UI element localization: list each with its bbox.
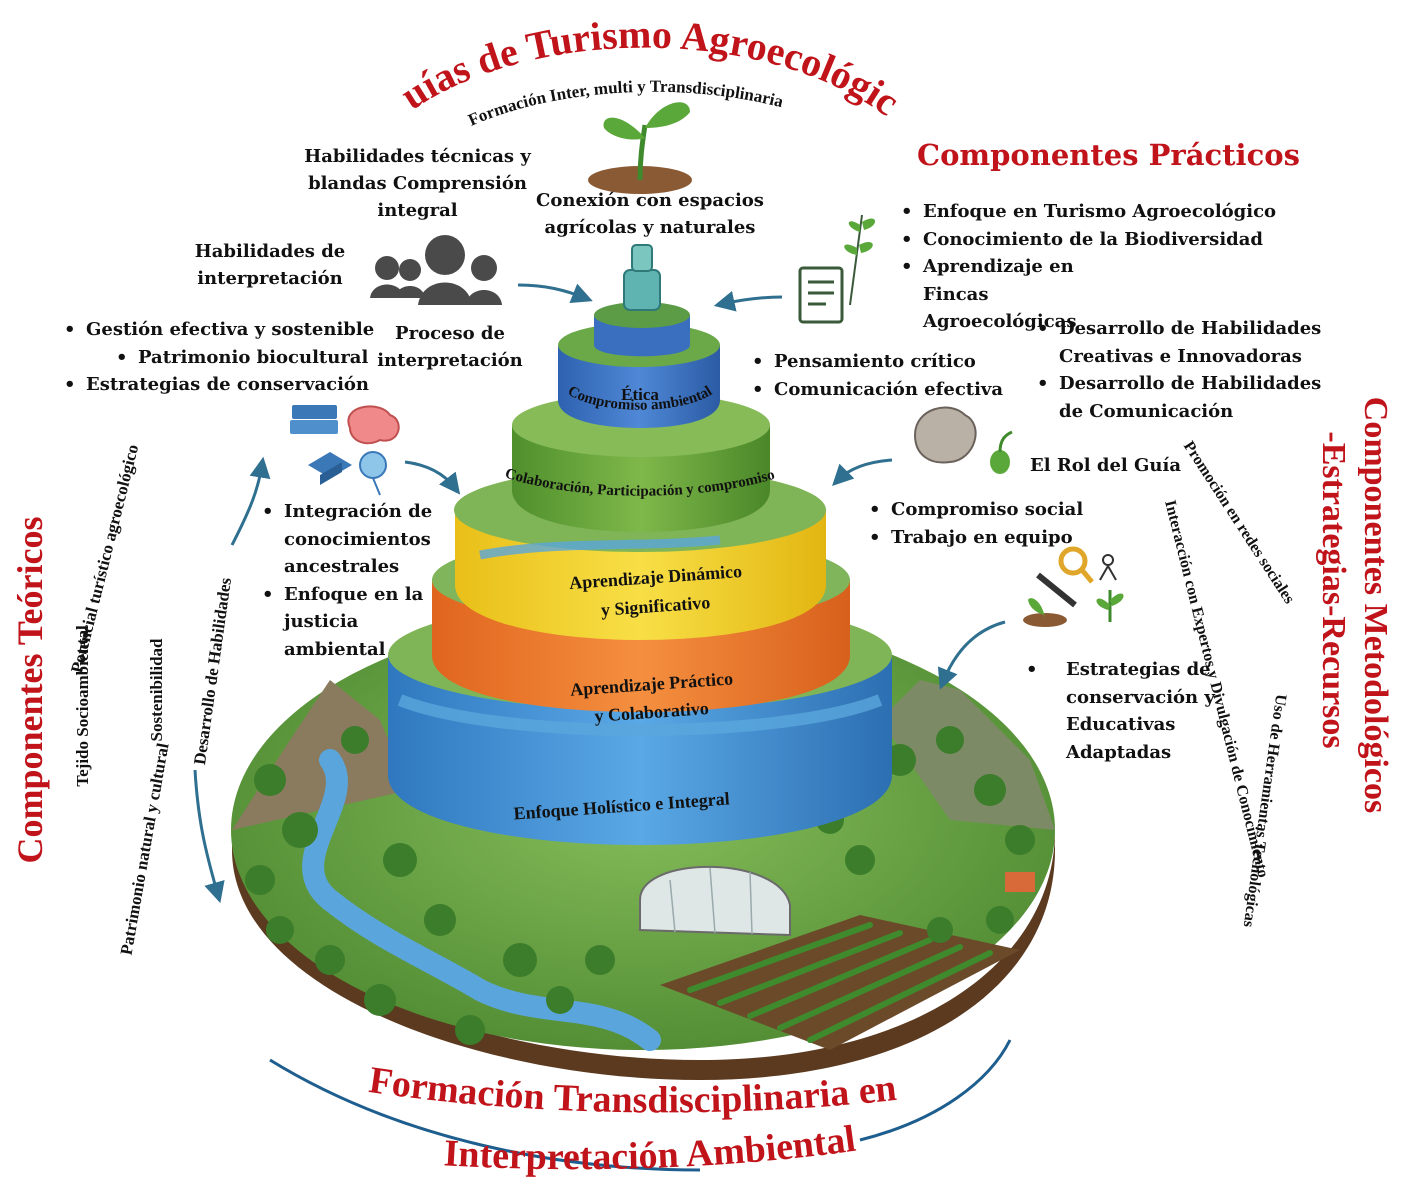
list-item: Gestión efectiva y sostenible <box>58 316 378 344</box>
people-icon <box>370 235 502 305</box>
habilidades-creativas-list: Desarrollo de Habilidades Creativas e In… <box>1031 315 1331 425</box>
list-item: Desarrollo de Habilidades de Comunicació… <box>1031 370 1331 425</box>
proceso-line: Proceso de <box>395 323 505 344</box>
trees <box>245 726 1035 1045</box>
bottom-title-line2: Interpretación Ambiental <box>443 1118 858 1178</box>
list-item: Compromiso social <box>863 496 1103 524</box>
connector-arrows <box>193 283 1012 1172</box>
habilidades-tecnicas-line: Habilidades técnicas y <box>304 146 531 167</box>
habilidades-tecnicas-line: blandas Comprensión <box>308 173 527 194</box>
arrow-down-left <box>193 769 225 904</box>
list-item: Trabajo en equipo <box>863 524 1103 552</box>
tier5-label: Ética <box>621 385 659 404</box>
list-item: Enfoque en la justicia ambiental <box>256 581 446 664</box>
arrow-books <box>404 460 461 495</box>
list-item: Desarrollo de Habilidades Creativas e In… <box>1031 315 1331 370</box>
proceso-block: Proceso de interpretación <box>370 320 530 374</box>
pensamiento-list: Pensamiento crítico Comunicación efectiv… <box>746 348 1006 403</box>
habilidades-tecnicas-block: Habilidades técnicas y blandas Comprensi… <box>300 143 535 224</box>
arrow-people <box>517 283 593 304</box>
books-brain-icon <box>290 405 400 496</box>
document-plant-icon <box>798 214 876 324</box>
conexion-line: agrícolas y naturales <box>544 217 756 238</box>
list-item: Patrimonio biocultural <box>110 344 378 372</box>
conexion-line: Conexión con espacios <box>536 190 764 211</box>
habilidades-interp-block: Habilidades de interpretación <box>185 238 355 292</box>
seedling-icon <box>588 102 692 194</box>
practical-title: Componentes Prácticos <box>917 138 1300 172</box>
right-title-line1: Componentes Metodológicos <box>1357 397 1394 813</box>
arrow-up-left <box>230 456 271 546</box>
greenhouse <box>639 865 791 937</box>
mountain-right <box>880 680 1055 830</box>
list-item: Comunicación efectiva <box>746 376 1006 404</box>
estrategias-list: Estrategias de conservación y Educativas… <box>1020 656 1220 766</box>
arc-bottom-left <box>269 1058 701 1172</box>
conexion-block: Conexión con espacios agrícolas y natura… <box>530 187 770 241</box>
compromiso-list: Compromiso social Trabajo en equipo <box>863 496 1103 551</box>
tier-top <box>594 244 690 357</box>
left-label-desarrollo: Desarrollo de Habilidades <box>190 576 235 766</box>
list-item: Conocimiento de la Biodiversidad <box>895 226 1295 254</box>
left-label-patrimonio: Patrimonio natural y cultural <box>117 741 173 956</box>
left-label-sostenibilidad: Sostenibilidad <box>147 638 166 742</box>
habilidades-interp-line: interpretación <box>197 268 343 289</box>
left-label-tejido: Tejido Socioambiental <box>73 625 92 787</box>
gestion-list: Gestión efectiva y sostenible Patrimonio… <box>58 316 378 399</box>
left-title: Componentes Teóricos <box>10 516 50 863</box>
arrow-tools <box>937 620 1006 690</box>
list-item: Estrategias de conservación <box>58 371 378 399</box>
rol-guia: El Rol del Guía <box>1030 455 1181 476</box>
tools-icon <box>1023 546 1124 627</box>
farmhouse <box>1005 872 1035 892</box>
left-label-potencial: Potencial turístico agroecológico <box>67 442 142 674</box>
pyramid <box>388 244 892 845</box>
sprout-icon <box>990 430 1013 474</box>
arrow-rock <box>832 458 893 486</box>
list-item: Integración de conocimientos ancestrales <box>256 498 446 581</box>
proceso-line: interpretación <box>377 350 523 371</box>
habilidades-tecnicas-line: integral <box>377 200 458 221</box>
list-item: Enfoque en Turismo Agroecológico <box>895 198 1295 226</box>
crop-field <box>660 915 1020 1050</box>
arrow-document <box>713 291 783 312</box>
habilidades-interp-line: Habilidades de <box>194 241 346 262</box>
right-title-line2: -Estrategias-Recursos <box>1315 431 1352 748</box>
arc-bottom-right <box>859 1039 1012 1142</box>
list-item: Estrategias de conservación y Educativas… <box>1020 656 1220 766</box>
list-item: Pensamiento crítico <box>746 348 1006 376</box>
guide-rock-icon <box>913 406 977 464</box>
integracion-list: Integración de conocimientos ancestrales… <box>256 498 446 663</box>
